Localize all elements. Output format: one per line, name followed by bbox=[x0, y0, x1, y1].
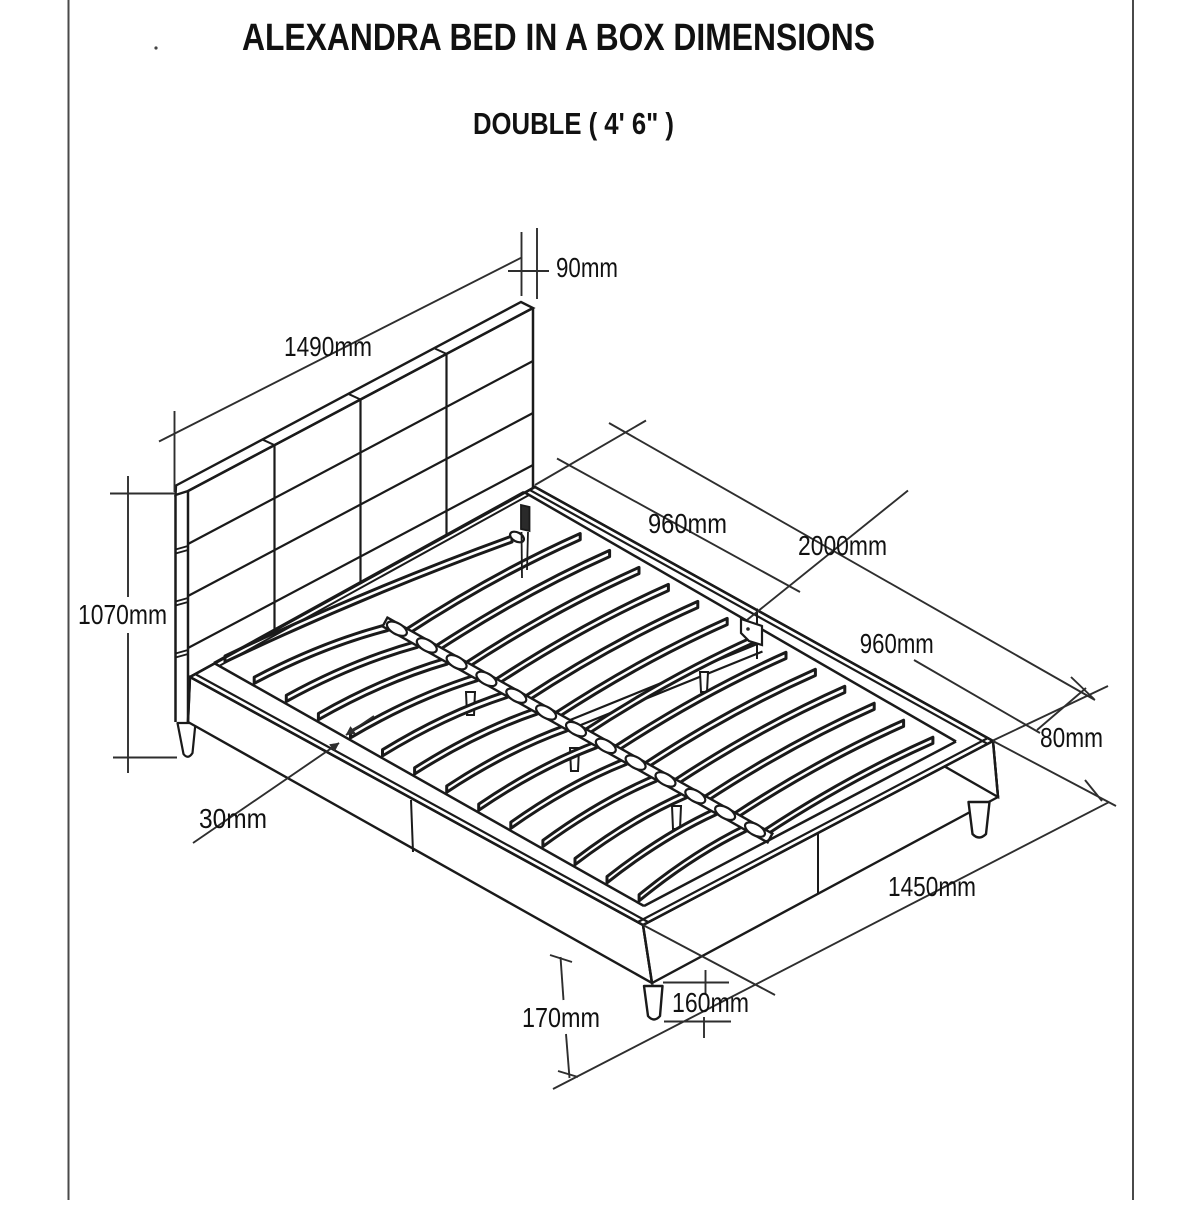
svg-text:ALEXANDRA BED IN A BOX DIMENSI: ALEXANDRA BED IN A BOX DIMENSIONS bbox=[242, 17, 875, 59]
svg-text:1070mm: 1070mm bbox=[78, 599, 167, 630]
svg-text:960mm: 960mm bbox=[860, 628, 934, 659]
svg-text:2000mm: 2000mm bbox=[798, 530, 887, 561]
svg-text:80mm: 80mm bbox=[1040, 722, 1103, 753]
svg-text:DOUBLE ( 4' 6" ): DOUBLE ( 4' 6" ) bbox=[473, 106, 674, 141]
svg-text:90mm: 90mm bbox=[556, 252, 618, 283]
svg-text:170mm: 170mm bbox=[522, 1002, 600, 1033]
svg-text:1450mm: 1450mm bbox=[888, 871, 976, 902]
svg-text:1490mm: 1490mm bbox=[284, 331, 372, 362]
svg-text:160mm: 160mm bbox=[672, 987, 749, 1018]
svg-text:30mm: 30mm bbox=[199, 803, 267, 834]
svg-text:960mm: 960mm bbox=[648, 508, 727, 539]
